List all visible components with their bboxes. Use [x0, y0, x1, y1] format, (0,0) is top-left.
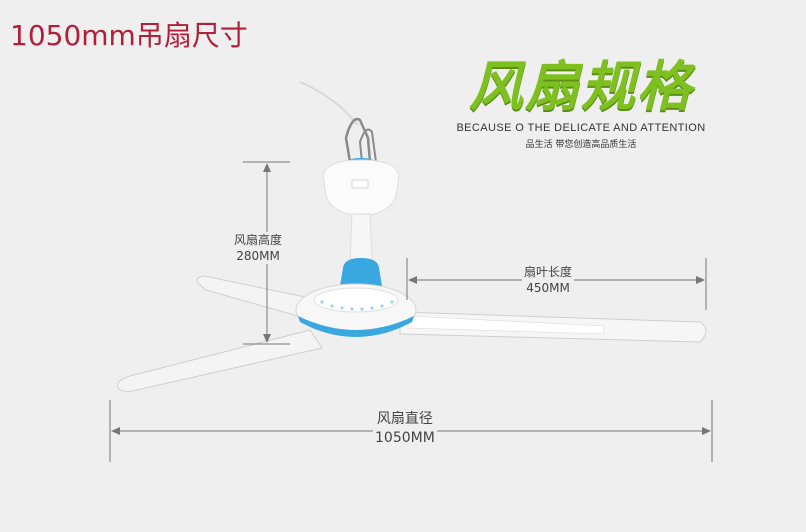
- blade-label-value: 450MM: [526, 281, 570, 295]
- height-label: 风扇高度 280MM: [232, 232, 285, 264]
- blade-label-name: 扇叶长度: [524, 265, 573, 279]
- spec-title: 风扇规格: [469, 55, 693, 118]
- diameter-label-name: 风扇直径: [376, 411, 433, 427]
- height-label-name: 风扇高度: [234, 233, 283, 247]
- spec-subtitle-en: BECAUSE O THE DELICATE AND ATTENTION: [456, 122, 706, 134]
- spec-subtitle-cn: 品生活 带您创造高品质生活: [525, 140, 637, 150]
- diameter-label: 风扇直径 1050MM: [373, 410, 437, 448]
- page-title: 1050mm吊扇尺寸: [10, 19, 248, 52]
- diameter-label-value: 1050MM: [375, 430, 435, 446]
- height-label-value: 280MM: [236, 249, 280, 263]
- spec-banner: 风扇规格 BECAUSE O THE DELICATE AND ATTENTIO…: [456, 55, 706, 151]
- blade-label: 扇叶长度 450MM: [522, 264, 575, 296]
